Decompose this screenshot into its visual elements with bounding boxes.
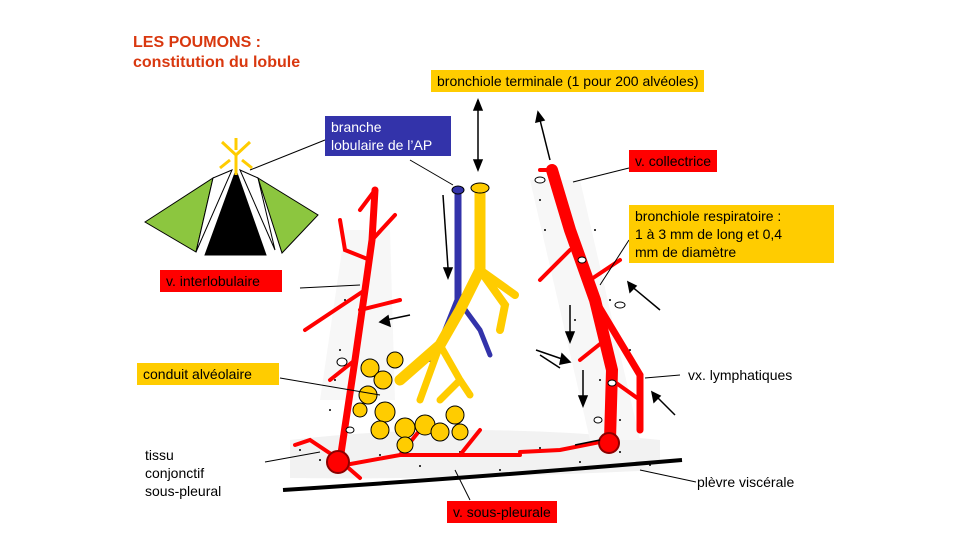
label-bronchiole-resp-line1: bronchiole respiratoire : xyxy=(635,208,782,224)
label-tissu-conjonctif: tissu conjonctif sous-pleural xyxy=(145,446,221,500)
label-vx-lymphatiques: vx. lymphatiques xyxy=(688,367,793,383)
label-branche-ap-line2: lobulaire de l’AP xyxy=(331,137,433,153)
label-bronchiole-respiratoire: bronchiole respiratoire : 1 à 3 mm de lo… xyxy=(629,205,834,263)
leader-lines xyxy=(249,139,697,501)
label-tissu-line2: conjonctif xyxy=(145,465,205,481)
label-bronchiole-resp-line3: mm de diamètre xyxy=(635,244,737,260)
label-tissu-line1: tissu xyxy=(145,447,174,463)
label-tissu-line3: sous-pleural xyxy=(145,483,222,499)
label-bronchiole-terminale: bronchiole terminale (1 pour 200 alvéole… xyxy=(431,70,705,92)
label-conduit-alveolaire: conduit alvéolaire xyxy=(137,363,279,385)
flow-arrows xyxy=(378,97,676,446)
label-v-sous-pleurale: v. sous-pleurale xyxy=(447,501,557,523)
label-plevre-viscerale: plèvre viscérale xyxy=(697,474,795,490)
label-branche-ap: branche lobulaire de l’AP xyxy=(325,116,451,156)
label-bronchiole-resp-line2: 1 à 3 mm de long et 0,4 xyxy=(635,226,783,242)
collecting-vein-node xyxy=(598,432,620,454)
lobule-pictogram xyxy=(144,138,319,256)
subpleural-vein-node xyxy=(326,450,350,474)
lymphatic-vessels xyxy=(336,176,626,434)
collecting-vein xyxy=(518,164,644,454)
label-v-interlobulaire: v. interlobulaire xyxy=(160,270,282,292)
title-line-1: LES POUMONS : xyxy=(133,34,262,51)
title-line-2: constitution du lobule xyxy=(133,54,301,71)
bronchiole-tree xyxy=(394,182,519,404)
label-branche-ap-line1: branche xyxy=(331,119,382,135)
visceral-pleura-line xyxy=(282,458,683,492)
alveoli xyxy=(352,351,469,454)
label-v-collectrice: v. collectrice xyxy=(629,150,717,172)
